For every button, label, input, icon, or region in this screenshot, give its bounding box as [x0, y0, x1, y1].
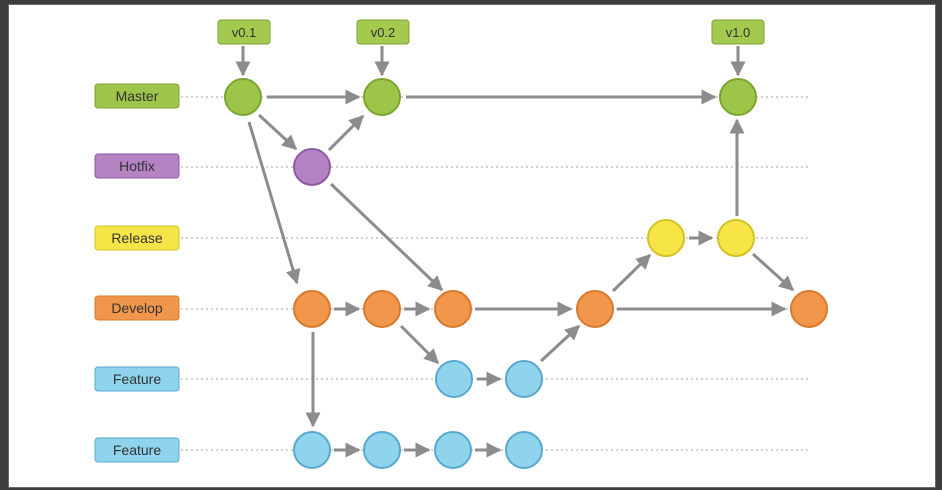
- tag-v0-1: v0.1: [217, 19, 271, 45]
- develop-commit-5: [790, 290, 828, 328]
- lane-label-hotfix-text: Hotfix: [119, 158, 155, 174]
- git-flow-diagram: Master Hotfix Release Develop Feature Fe…: [94, 19, 828, 469]
- arrow-master-to-hotfix: [257, 113, 298, 151]
- feature-2-commit-1: [293, 431, 331, 469]
- arrow-feature-1-to-develop: [539, 324, 581, 363]
- tag-v0-2-text: v0.2: [371, 25, 396, 40]
- lane-label-feature-2: Feature: [94, 437, 180, 463]
- develop-commit-2: [363, 290, 401, 328]
- hotfix-commit-1: [293, 148, 331, 186]
- commit-arrows: [235, 46, 795, 458]
- develop-commit-3: [434, 290, 472, 328]
- master-commit-3: [719, 78, 757, 116]
- lane-label-develop-text: Develop: [111, 300, 163, 316]
- lane-label-develop: Develop: [94, 295, 180, 321]
- feature-1-commit-1: [435, 360, 473, 398]
- lane-guides: [181, 96, 809, 451]
- lane-label-master: Master: [94, 83, 180, 109]
- master-commit-1: [224, 78, 262, 116]
- develop-commit-1: [293, 290, 331, 328]
- diagram-frame: Master Hotfix Release Develop Feature Fe…: [8, 4, 936, 488]
- release-commit-1: [647, 219, 685, 257]
- lane-label-feature-2-text: Feature: [113, 442, 161, 458]
- commit-nodes: [224, 78, 828, 469]
- arrow-develop-to-release: [611, 253, 652, 293]
- lane-label-release-text: Release: [111, 230, 163, 246]
- lane-label-master-text: Master: [116, 88, 159, 104]
- tag-v1-0: v1.0: [711, 19, 765, 45]
- feature-2-commit-4: [505, 431, 543, 469]
- arrow-hotfix-to-master: [327, 114, 365, 152]
- feature-2-commit-3: [434, 431, 472, 469]
- feature-1-commit-2: [505, 360, 543, 398]
- arrow-hotfix-to-develop: [329, 182, 444, 292]
- lane-label-release: Release: [94, 225, 180, 251]
- arrow-release-to-develop: [751, 252, 795, 292]
- lane-labels: Master Hotfix Release Develop Feature Fe…: [94, 83, 180, 463]
- lane-label-feature-1: Feature: [94, 366, 180, 392]
- master-commit-2: [363, 78, 401, 116]
- tag-v1-0-text: v1.0: [726, 25, 751, 40]
- arrow-develop-to-feature-1: [399, 324, 440, 365]
- version-tags: v0.1 v0.2 v1.0: [217, 19, 765, 45]
- develop-commit-4: [576, 290, 614, 328]
- lane-label-hotfix: Hotfix: [94, 153, 180, 179]
- release-commit-2: [717, 219, 755, 257]
- feature-2-commit-2: [363, 431, 401, 469]
- arrow-master-to-develop: [247, 121, 301, 285]
- tag-v0-1-text: v0.1: [232, 25, 257, 40]
- tag-v0-2: v0.2: [356, 19, 410, 45]
- lane-label-feature-1-text: Feature: [113, 371, 161, 387]
